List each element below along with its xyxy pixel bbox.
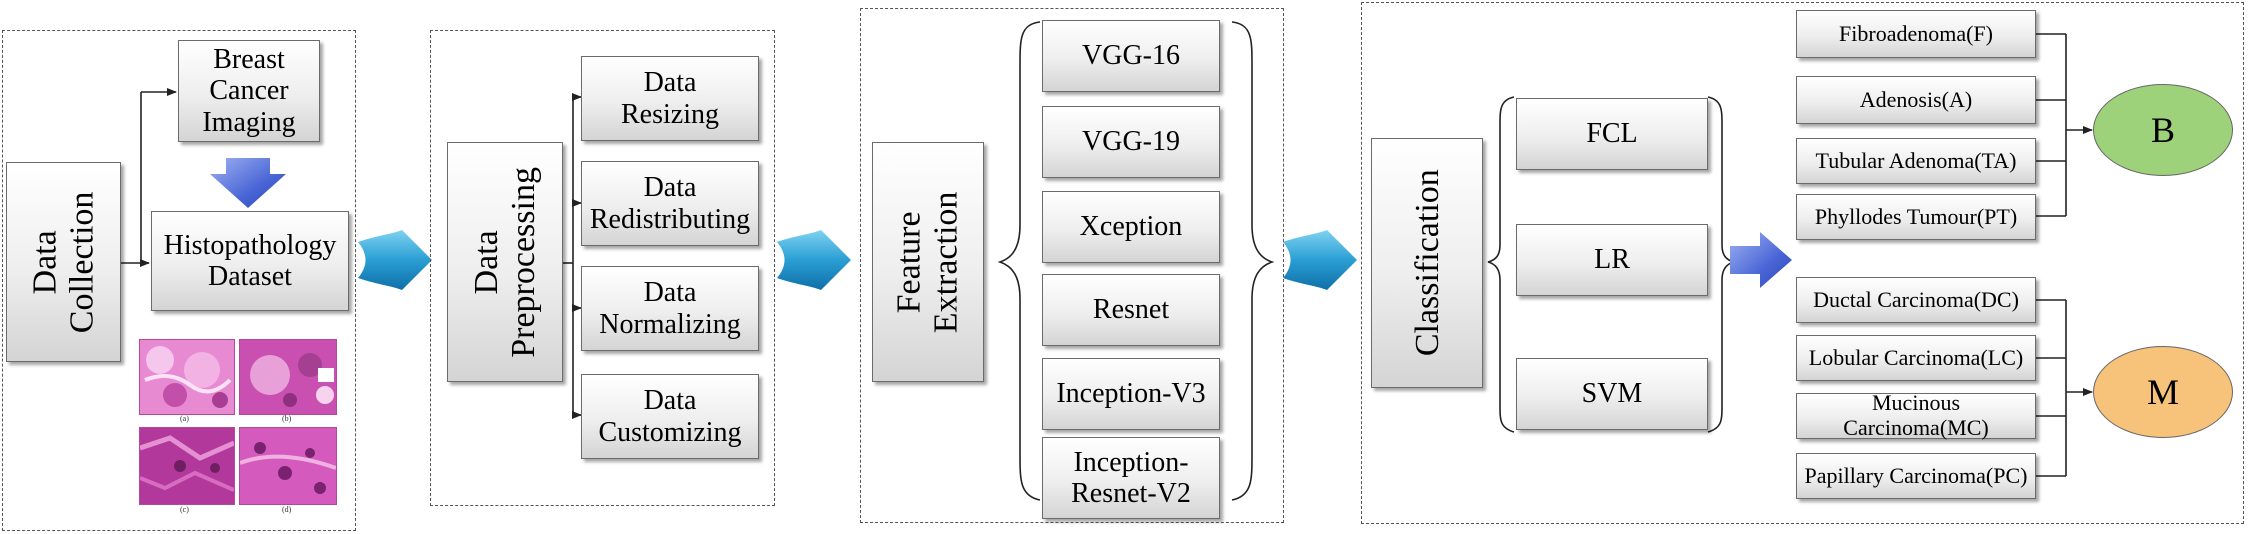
model-xception: Xception	[1042, 191, 1220, 263]
collection-title: Data Collection	[6, 162, 121, 362]
class-phyllodes-tumour: Phyllodes Tumour(PT)	[1796, 194, 2036, 240]
classification-panel	[1361, 2, 2244, 524]
flow-arrow-3	[1283, 230, 1357, 290]
model-xception-label: Xception	[1079, 211, 1183, 243]
method-fcl-label: FCL	[1586, 118, 1638, 150]
malignant-connectors	[2036, 299, 2093, 477]
flow-arrow-1	[358, 230, 432, 290]
class-fibroadenoma: Fibroadenoma(F)	[1796, 10, 2036, 58]
sample-image-b	[239, 339, 337, 415]
step-resizing-label: Data Resizing	[621, 67, 719, 130]
class-arrow	[1730, 232, 1792, 288]
model-vgg19: VGG-19	[1042, 106, 1220, 178]
step-customizing: Data Customizing	[581, 374, 759, 459]
collection-panel	[2, 30, 356, 531]
left-brace	[997, 21, 1041, 501]
step-redistributing: Data Redistributing	[581, 161, 759, 246]
dataset-box: Histopathology Dataset	[151, 211, 349, 311]
model-inception-v3: Inception-V3	[1042, 358, 1220, 430]
method-svm: SVM	[1516, 358, 1708, 430]
sample-caption-d: (d)	[282, 505, 292, 514]
class-papillary-carcinoma-label: Papillary Carcinoma(PC)	[1804, 462, 2028, 488]
step-redistributing-label: Data Redistributing	[589, 172, 751, 235]
model-vgg16: VGG-16	[1042, 20, 1220, 92]
method-lr: LR	[1516, 224, 1708, 296]
step-resizing: Data Resizing	[581, 56, 759, 141]
dataset-label: Histopathology Dataset	[163, 229, 337, 292]
method-fcl: FCL	[1516, 98, 1708, 170]
model-resnet-label: Resnet	[1092, 294, 1170, 326]
preprocessing-title-text: Data Preprocessing	[467, 166, 542, 358]
classification-title-text: Classification	[1408, 169, 1446, 357]
class-phyllodes-tumour-label: Phyllodes Tumour(PT)	[1814, 203, 2018, 229]
class-papillary-carcinoma: Papillary Carcinoma(PC)	[1796, 453, 2036, 499]
method-svm-label: SVM	[1581, 378, 1643, 410]
flow-arrow-2	[777, 230, 851, 290]
collection-connectors	[121, 88, 177, 267]
model-vgg16-label: VGG-16	[1082, 40, 1180, 72]
sample-caption-a: (a)	[180, 414, 189, 423]
method-lr-label: LR	[1594, 244, 1630, 276]
class-mucinous-carcinoma: Mucinous Carcinoma(MC)	[1796, 390, 2036, 440]
class-ductal-carcinoma: Ductal Carcinoma(DC)	[1796, 277, 2036, 323]
model-vgg19-label: VGG-19	[1082, 126, 1180, 158]
model-resnet: Resnet	[1042, 274, 1220, 346]
step-customizing-label: Data Customizing	[598, 385, 742, 448]
collection-title-text: Data Collection	[26, 191, 101, 333]
imaging-label: Breast Cancer Imaging	[202, 43, 296, 138]
sample-image-a	[139, 339, 235, 415]
feature-title: Feature Extraction	[872, 142, 984, 382]
preprocessing-title: Data Preprocessing	[447, 142, 563, 382]
sample-caption-c: (c)	[180, 505, 189, 514]
sample-caption-b: (b)	[282, 414, 292, 423]
class-ductal-carcinoma-label: Ductal Carcinoma(DC)	[1813, 286, 2019, 312]
model-inception-v3-label: Inception-V3	[1056, 378, 1206, 410]
benign-oval: B	[2093, 84, 2233, 176]
step-normalizing-label: Data Normalizing	[599, 277, 741, 340]
malignant-label: M	[2146, 372, 2179, 412]
model-inception-resnet-v2: Inception- Resnet-V2	[1042, 437, 1220, 519]
benign-label: B	[2150, 110, 2175, 150]
class-lobular-carcinoma-label: Lobular Carcinoma(LC)	[1808, 344, 2024, 370]
model-inception-resnet-v2-label: Inception- Resnet-V2	[1071, 446, 1191, 509]
right-brace	[1231, 21, 1275, 501]
class-mucinous-carcinoma-label: Mucinous Carcinoma(MC)	[1843, 390, 1989, 440]
preprocessing-panel	[430, 30, 775, 506]
classification-title: Classification	[1371, 138, 1483, 388]
class-tubular-adenoma: Tubular Adenoma(TA)	[1796, 138, 2036, 184]
feature-panel	[860, 8, 1284, 523]
down-arrow	[210, 158, 286, 208]
step-normalizing: Data Normalizing	[581, 266, 759, 351]
sample-image-c	[139, 427, 235, 505]
class-adenosis-label: Adenosis(A)	[1859, 86, 1973, 112]
benign-connectors	[2036, 33, 2093, 217]
feature-title-text: Feature Extraction	[890, 191, 965, 333]
class-lobular-carcinoma: Lobular Carcinoma(LC)	[1796, 335, 2036, 381]
sample-image-d	[239, 427, 337, 505]
malignant-oval: M	[2093, 346, 2233, 438]
methods-left-bracket	[1487, 96, 1515, 433]
imaging-box: Breast Cancer Imaging	[178, 40, 320, 142]
preprocessing-connectors	[563, 93, 582, 419]
class-adenosis: Adenosis(A)	[1796, 76, 2036, 124]
class-fibroadenoma-label: Fibroadenoma(F)	[1839, 20, 1993, 46]
class-tubular-adenoma-label: Tubular Adenoma(TA)	[1815, 147, 2017, 173]
